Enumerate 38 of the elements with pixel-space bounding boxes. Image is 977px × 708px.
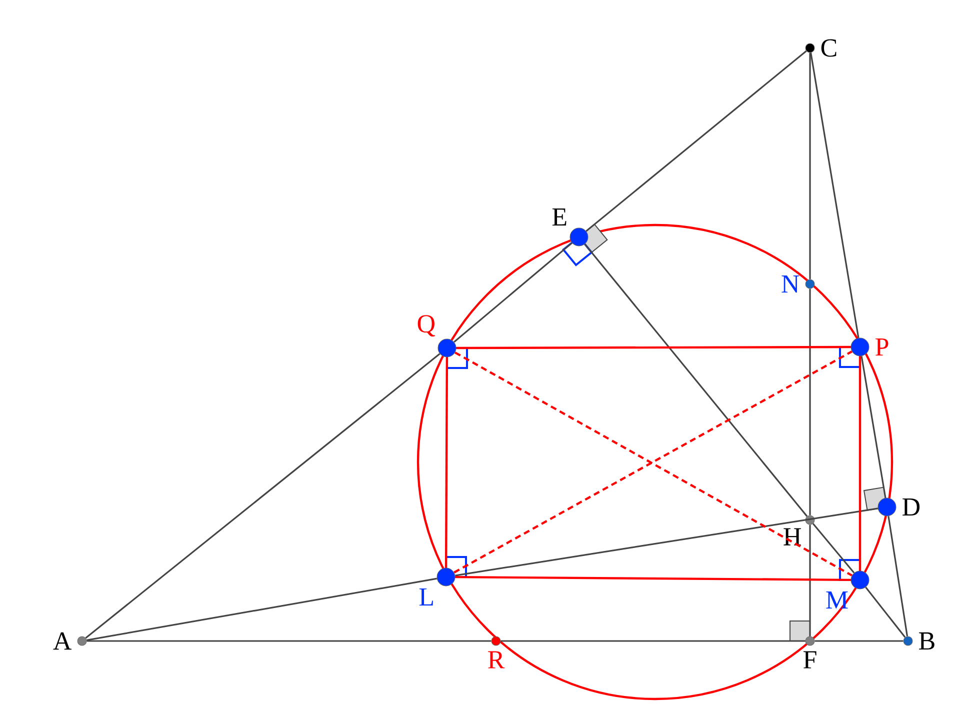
node-label: B bbox=[919, 632, 934, 650]
point: F bbox=[804, 636, 816, 668]
line-segment bbox=[86, 578, 438, 641]
line-segment bbox=[500, 640, 806, 642]
node-label: A bbox=[53, 632, 72, 650]
line-segment bbox=[455, 508, 878, 576]
line-segment bbox=[812, 523, 855, 574]
node-label: N bbox=[782, 275, 800, 293]
point: C bbox=[805, 39, 836, 57]
line-segment bbox=[809, 524, 811, 636]
line-segment bbox=[444, 357, 448, 568]
line-segment bbox=[586, 50, 807, 232]
node-label: R bbox=[488, 651, 505, 668]
node-label: C bbox=[821, 39, 836, 57]
line-segment bbox=[454, 242, 572, 343]
point: Q bbox=[418, 315, 456, 358]
line-segment bbox=[865, 586, 906, 638]
point: N bbox=[782, 275, 815, 292]
line-segment bbox=[456, 346, 851, 350]
point: E bbox=[552, 208, 588, 246]
point: P bbox=[850, 338, 888, 356]
line-segment bbox=[455, 576, 851, 582]
line-segment bbox=[584, 244, 808, 517]
line-segment bbox=[86, 640, 492, 642]
point: A bbox=[53, 632, 87, 650]
line-segment bbox=[860, 356, 886, 498]
point: M bbox=[826, 570, 870, 608]
line-segment bbox=[810, 52, 860, 338]
line-segment bbox=[85, 353, 440, 639]
point: B bbox=[903, 632, 934, 650]
point: D bbox=[878, 498, 920, 516]
line-segment bbox=[888, 516, 908, 636]
line-segment bbox=[809, 52, 811, 280]
line-segment bbox=[858, 356, 862, 571]
point: R bbox=[488, 636, 505, 668]
point: L bbox=[419, 568, 456, 606]
line-segment bbox=[814, 640, 904, 642]
line-segment bbox=[809, 288, 811, 516]
